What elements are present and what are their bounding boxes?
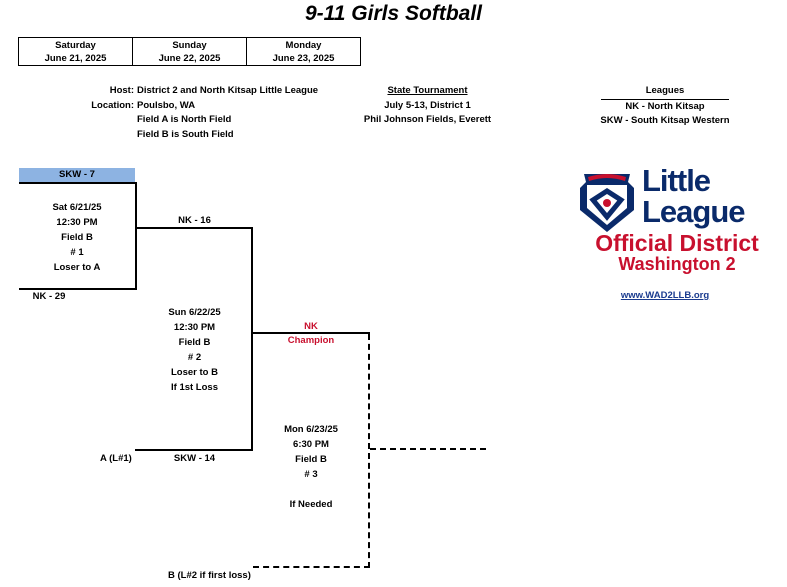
- host-value: District 2 and North Kitsap Little Leagu…: [137, 85, 319, 96]
- game2-info: Sun 6/22/25 12:30 PM Field B # 2 Loser t…: [137, 305, 252, 395]
- game1-vertical-line: [135, 182, 137, 290]
- host-label: Host:: [109, 85, 134, 96]
- state-line1: July 5-13, District 1: [384, 99, 471, 111]
- date-cell-saturday: Saturday June 21, 2025: [18, 37, 133, 66]
- date-date: June 23, 2025: [272, 52, 335, 64]
- game1-field: Field B: [61, 232, 93, 243]
- date-date: June 22, 2025: [158, 52, 221, 64]
- league-skw: SKW - South Kitsap Western: [600, 115, 730, 126]
- website-link[interactable]: www.WAD2LLB.org: [620, 290, 710, 301]
- game1-info: Sat 6/21/25 12:30 PM Field B # 1 Loser t…: [19, 200, 135, 275]
- logo-word-league: League: [642, 194, 746, 229]
- date-day: Saturday: [55, 39, 96, 51]
- state-tournament: State Tournament July 5-13, District 1 P…: [350, 84, 505, 128]
- game2-bottom-line: [135, 449, 253, 451]
- game1-time: 12:30 PM: [56, 217, 98, 228]
- game1-date: Sat 6/21/25: [52, 202, 102, 213]
- game2-note1: Loser to B: [171, 367, 218, 378]
- game3-dashed-bottom: [253, 566, 370, 568]
- logo-official-district: Official District: [595, 230, 759, 256]
- game3-date: Mon 6/23/25: [284, 424, 338, 435]
- game2-note2: If 1st Loss: [171, 382, 218, 393]
- game3-number: # 3: [304, 469, 318, 480]
- game2-bottom-source: A (L#1): [100, 453, 132, 464]
- host-values: District 2 and North Kitsap Little Leagu…: [137, 84, 318, 142]
- game2-vertical-line: [251, 227, 253, 451]
- logo-washington-2: Washington 2: [618, 254, 736, 274]
- date-day: Monday: [285, 39, 322, 51]
- champion-line: [251, 332, 370, 334]
- champion-block: NK Champion: [253, 320, 369, 348]
- game1-top-line: [19, 182, 137, 184]
- game2-team-top: NK - 16: [178, 215, 211, 226]
- date-cell-sunday: Sunday June 22, 2025: [132, 37, 247, 66]
- game2-top-line: [135, 227, 253, 229]
- champion-team: NK: [304, 321, 318, 332]
- league-nk: NK - North Kitsap: [625, 100, 705, 112]
- date-date: June 21, 2025: [44, 52, 107, 64]
- game3-dashed-output: [370, 448, 486, 450]
- leagues-heading: Leagues: [601, 84, 729, 100]
- game3-time: 6:30 PM: [293, 439, 329, 450]
- game3-dashed-vertical: [368, 334, 370, 568]
- game2-field: Field B: [178, 337, 211, 348]
- host-labels: Host: Location:: [60, 84, 134, 113]
- location-value: Poulsbo, WA: [137, 99, 196, 111]
- game1-note: Loser to A: [53, 262, 101, 273]
- little-league-logo: Little League Official District Washingt…: [578, 164, 778, 280]
- game3-note: If Needed: [289, 499, 333, 510]
- date-cell-monday: Monday June 23, 2025: [246, 37, 361, 66]
- game2-date: Sun 6/22/25: [168, 307, 221, 318]
- date-day: Sunday: [172, 39, 207, 51]
- game1-number: # 1: [70, 247, 84, 258]
- game1-bottom-line: [19, 288, 137, 290]
- keystone-icon: [580, 174, 634, 232]
- state-line2: Phil Johnson Fields, Everett: [363, 114, 492, 125]
- state-heading: State Tournament: [387, 85, 468, 96]
- champion-label: Champion: [287, 335, 335, 346]
- game3-field: Field B: [295, 454, 327, 465]
- dates-table: Saturday June 21, 2025 Sunday June 22, 2…: [18, 37, 361, 66]
- game3-bottom-source: B (L#2 if first loss): [168, 570, 251, 581]
- page-title: 9-11 Girls Softball: [305, 2, 482, 25]
- leagues-legend: Leagues NK - North Kitsap SKW - South Ki…: [575, 84, 755, 129]
- game2-number: # 2: [187, 352, 202, 363]
- logo-word-little: Little: [642, 163, 711, 198]
- field-a-note: Field A is North Field: [137, 114, 232, 125]
- game3-info: Mon 6/23/25 6:30 PM Field B # 3 If Neede…: [253, 422, 369, 512]
- game1-team-top: SKW - 7: [19, 168, 135, 182]
- game2-team-bottom: SKW - 14: [173, 453, 216, 464]
- location-label: Location:: [91, 99, 134, 111]
- game2-time: 12:30 PM: [173, 322, 216, 333]
- game1-team-bottom: NK - 29: [32, 291, 66, 302]
- field-b-note: Field B is South Field: [137, 128, 234, 140]
